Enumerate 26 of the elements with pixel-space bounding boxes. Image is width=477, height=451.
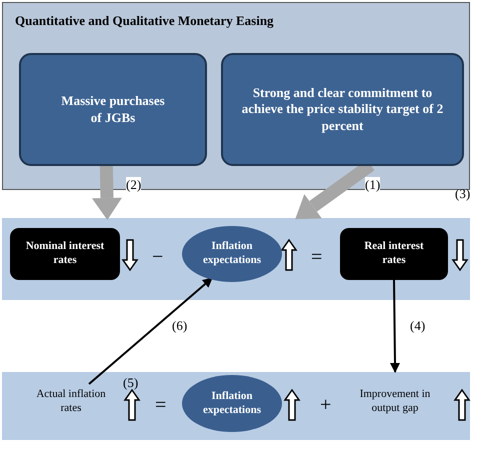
node-text: Strong and clear commitment to achieve the price stability target of 2 percent bbox=[240, 85, 444, 134]
operator-sign: − bbox=[152, 246, 164, 269]
node-text: Nominal interest rates bbox=[24, 240, 106, 268]
node-text: Improvement in output gap bbox=[358, 388, 432, 416]
operator-sign: = bbox=[311, 246, 322, 269]
process-box bbox=[10, 228, 120, 280]
edge-label: (1) bbox=[365, 177, 380, 193]
process-box bbox=[221, 53, 464, 166]
edge-label: (4) bbox=[410, 318, 426, 334]
node-text: Massive purchases of JGBs bbox=[61, 93, 165, 126]
node-text: Actual inflation rates bbox=[35, 388, 107, 416]
process-box bbox=[340, 228, 448, 280]
step-number: (5) bbox=[123, 375, 138, 391]
step-number: (3) bbox=[455, 186, 470, 202]
operator-sign: = bbox=[155, 394, 166, 417]
process-box bbox=[19, 53, 207, 166]
panel-background bbox=[2, 218, 470, 300]
node-text: Inflation expectations bbox=[202, 240, 262, 268]
edge-label: (2) bbox=[126, 177, 142, 193]
panel-background bbox=[2, 2, 470, 190]
panel-background bbox=[2, 372, 470, 440]
node-text: Real interest rates bbox=[363, 240, 425, 268]
edge-label: (6) bbox=[172, 318, 188, 334]
node-text: Inflation expectations bbox=[202, 390, 262, 418]
panel-title: Quantitative and Qualitative Monetary Easing bbox=[15, 13, 274, 30]
operator-sign: + bbox=[320, 394, 332, 417]
